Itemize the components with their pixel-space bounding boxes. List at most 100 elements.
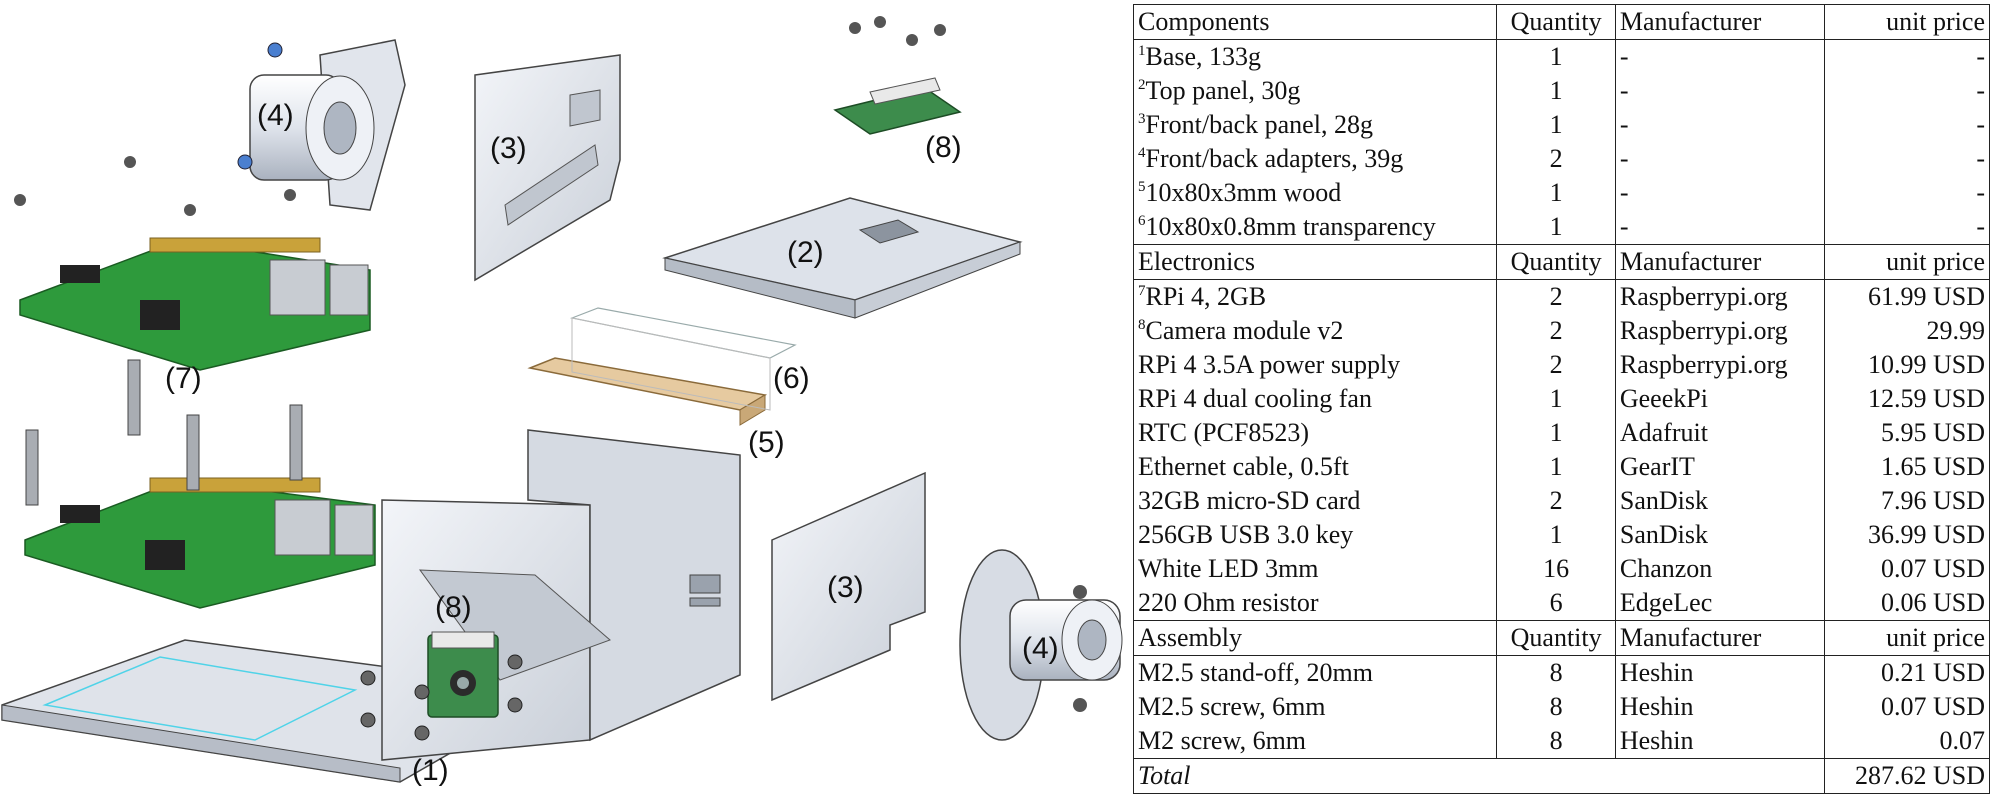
price-cell: 10.99 USD [1824,348,1990,382]
standoffs [25,359,303,506]
footnote-marker: 5 [1138,179,1146,195]
quantity-cell: 1 [1496,450,1616,484]
manufacturer-cell: EdgeLec [1614,586,1825,621]
price-cell: - [1824,74,1990,108]
price-cell: 0.07 USD [1824,690,1990,724]
header-cell: Quantity [1496,4,1616,40]
footnote-marker: 4 [1138,145,1146,161]
quantity-cell: 1 [1496,382,1616,416]
price-cell: 29.99 [1824,314,1990,348]
footnote-marker: 2 [1138,77,1146,93]
adapter-left [237,39,406,211]
price-cell: 12.59 USD [1824,382,1990,416]
rpi-board-upper [14,156,371,371]
price-cell: 0.06 USD [1824,586,1990,621]
item-name: Camera module v2 [1145,316,1344,345]
manufacturer-cell: Raspberrypi.org [1614,314,1825,348]
manufacturer-cell: GearIT [1614,450,1825,484]
header-cell: Quantity [1496,244,1616,280]
item-cell: 1Base, 133g [1134,40,1497,75]
camera-module-top [833,16,962,135]
header-cell: Manufacturer [1614,4,1825,40]
quantity-cell: 8 [1496,690,1616,724]
price-cell: - [1824,210,1990,245]
item-name: M2.5 screw, 6mm [1138,692,1326,721]
manufacturer-cell: - [1614,108,1825,142]
total-value: 287.62 USD [1824,758,1990,794]
item-cell: 7RPi 4, 2GB [1134,280,1497,315]
price-cell: - [1824,39,1990,74]
front-panel-left [474,54,621,282]
header-cell: unit price [1824,244,1990,280]
camera-module-mounted [427,631,499,718]
item-cell: M2.5 stand-off, 20mm [1134,656,1497,691]
manufacturer-cell: Raspberrypi.org [1614,279,1825,314]
item-name: 256GB USB 3.0 key [1138,520,1354,549]
part-label-rpi: (7) [165,362,202,395]
manufacturer-cell: Raspberrypi.org [1614,348,1825,382]
header-cell: Electronics [1133,244,1497,280]
item-name: 10x80x3mm wood [1145,178,1342,207]
adapter-right [959,549,1123,741]
manufacturer-cell: SanDisk [1614,484,1825,518]
item-name: 220 Ohm resistor [1138,588,1319,617]
item-name: Top panel, 30g [1145,76,1301,105]
item-cell: RPi 4 dual cooling fan [1134,382,1497,416]
part-label-adapter-right: (4) [1022,632,1059,665]
quantity-cell: 2 [1496,314,1616,348]
item-cell: RTC (PCF8523) [1134,416,1497,450]
quantity-cell: 1 [1496,39,1616,74]
item-cell: 2Top panel, 30g [1134,74,1497,108]
transparency-sheet [569,307,797,411]
item-cell: 32GB micro-SD card [1134,484,1497,518]
item-name: Ethernet cable, 0.5ft [1138,452,1349,481]
footnote-marker: 1 [1138,43,1146,59]
part-label-transparency: (6) [773,362,810,395]
wood-strip [527,357,768,426]
manufacturer-cell: Adafruit [1614,416,1825,450]
quantity-cell: 2 [1496,484,1616,518]
item-name: 10x80x0.8mm transparency [1145,212,1436,241]
quantity-cell: 1 [1496,518,1616,552]
item-cell: M2 screw, 6mm [1134,724,1497,759]
item-name: 32GB micro-SD card [1138,486,1361,515]
item-cell: 610x80x0.8mm transparency [1134,210,1497,245]
price-cell: 5.95 USD [1824,416,1990,450]
part-label-panel-left: (3) [490,132,527,165]
header-cell: Components [1133,4,1497,40]
item-name: M2.5 stand-off, 20mm [1138,658,1373,687]
part-label-camera-mounted: (8) [435,591,472,624]
header-cell: Manufacturer [1614,244,1825,280]
header-cell: Manufacturer [1614,620,1825,656]
item-name: RPi 4 3.5A power supply [1138,350,1401,379]
price-cell: - [1824,108,1990,142]
rpi-board-lower [24,477,376,609]
price-cell: - [1824,176,1990,210]
item-cell: Ethernet cable, 0.5ft [1134,450,1497,484]
item-cell: 256GB USB 3.0 key [1134,518,1497,552]
manufacturer-cell: Heshin [1614,655,1825,690]
manufacturer-cell: - [1614,210,1825,245]
quantity-cell: 16 [1496,552,1616,586]
item-name: White LED 3mm [1138,554,1319,583]
manufacturer-cell: - [1614,39,1825,74]
part-label-base: (1) [412,754,449,787]
item-cell: RPi 4 3.5A power supply [1134,348,1497,382]
part-label-panel-right: (3) [827,571,864,604]
footnote-marker: 7 [1138,283,1146,299]
price-cell: 7.96 USD [1824,484,1990,518]
top-panel [662,197,1023,319]
